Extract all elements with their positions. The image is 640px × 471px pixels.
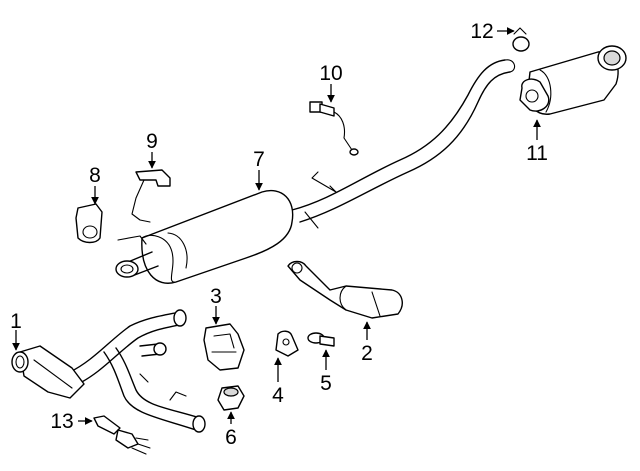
- part-8-flange[interactable]: [75, 203, 103, 244]
- callout-6: 6: [225, 426, 237, 449]
- callout-4: 4: [272, 384, 284, 407]
- part-9-bracket[interactable]: [131, 169, 171, 223]
- callout-8: 8: [89, 164, 101, 187]
- part-4-clip[interactable]: [275, 330, 299, 357]
- leader-lines: [12, 27, 541, 425]
- callout-labels: 1 2 3 4 5 6 7 8 9 10 11 12 13: [10, 20, 548, 449]
- part-7-muffler-assembly[interactable]: [115, 59, 516, 284]
- callout-13: 13: [50, 410, 73, 433]
- part-13-oxygen-sensor[interactable]: [93, 415, 151, 455]
- part-3-bracket[interactable]: [203, 323, 245, 371]
- callout-1: 1: [10, 310, 22, 333]
- callout-11: 11: [526, 142, 548, 165]
- part-1-converter-y-pipe[interactable]: [11, 309, 206, 433]
- callout-3: 3: [210, 285, 222, 308]
- part-2-resonator[interactable]: [287, 260, 403, 319]
- callout-5: 5: [320, 372, 332, 395]
- callout-7: 7: [253, 148, 265, 171]
- callout-10: 10: [319, 62, 342, 85]
- part-12-clamp[interactable]: [512, 27, 530, 52]
- part-5-bolt[interactable]: [307, 332, 335, 347]
- callout-12: 12: [470, 20, 493, 43]
- part-10-hanger[interactable]: [309, 101, 359, 156]
- callout-9: 9: [146, 130, 158, 153]
- callout-2: 2: [361, 342, 373, 365]
- part-6-nut[interactable]: [217, 385, 245, 411]
- part-11-rear-muffler[interactable]: [519, 45, 627, 115]
